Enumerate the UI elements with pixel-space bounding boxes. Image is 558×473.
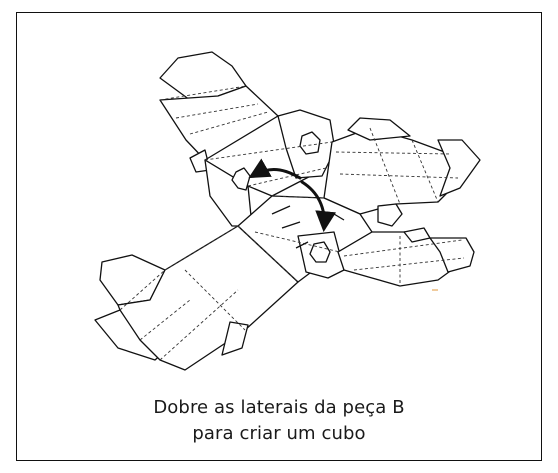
fold-line-lowcenter-2 [237, 225, 299, 283]
left-wall-hole [231, 167, 251, 191]
small-tab-right [403, 227, 431, 243]
fold-line-center-1 [204, 141, 333, 161]
lower-right-end-flap [429, 237, 475, 273]
slot-mark-1 [271, 205, 291, 215]
fold-line-topleft-1 [159, 85, 247, 101]
fold-line-topleft-2 [175, 103, 259, 119]
fold-line-topleft-3 [189, 111, 269, 135]
back-wall-hole [299, 131, 321, 155]
front-wall-hole [309, 241, 331, 263]
right-top-side-flap [347, 117, 411, 141]
small-tab-top [377, 203, 403, 227]
fold-line-lowright-1 [343, 239, 463, 257]
fold-line-right-3 [369, 127, 401, 205]
fold-line-right-4 [411, 139, 439, 203]
fold-line-lowright-2 [353, 257, 465, 271]
fold-line-left-3 [159, 289, 239, 361]
fold-line-left-1 [119, 269, 166, 311]
fold-arrow-left [248, 158, 302, 180]
caption-line-1: Dobre as laterais da peça B [153, 397, 405, 418]
caption-line-2: para criar um cubo [192, 423, 366, 444]
slot-mark-4 [295, 241, 309, 249]
fold-line-lowcenter-1 [254, 231, 341, 253]
fold-line-right-1 [335, 151, 451, 155]
fold-line-center-2 [247, 167, 327, 187]
left-arm-tab [221, 321, 249, 356]
slot-mark-2 [281, 221, 301, 229]
fold-arrow-down [300, 180, 337, 233]
